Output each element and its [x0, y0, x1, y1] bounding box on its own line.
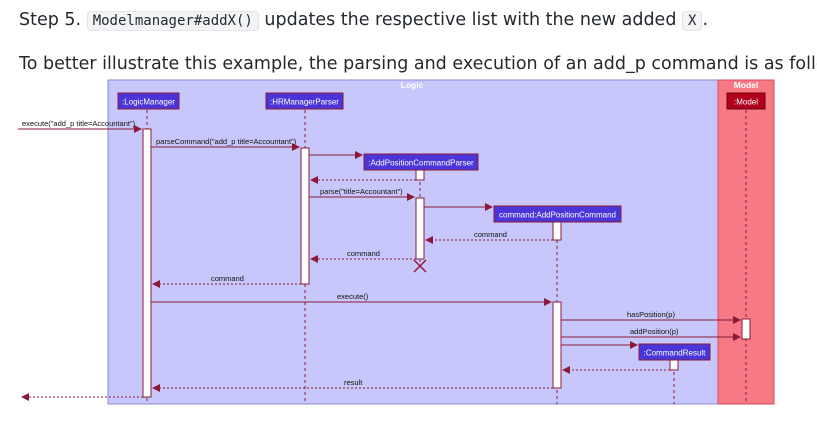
code-x: X [682, 11, 703, 31]
label-parse-command: parseCommand("add_p title=Accountant") [156, 137, 297, 146]
activation-hr-parser [300, 147, 310, 285]
activation-command-result [669, 359, 679, 371]
activation-add-parser-parse [415, 197, 425, 260]
label-parse: parse("title=Accountant") [320, 187, 403, 196]
logic-frame [107, 79, 719, 405]
activation-add-command-execute [552, 301, 562, 389]
label-execute: execute() [337, 292, 369, 301]
step-end: . [702, 10, 709, 30]
activation-add-command-create [552, 221, 562, 241]
label-add-position: addPosition(p) [630, 327, 679, 336]
participant-logic-manager-label: :LogicManager [122, 98, 175, 107]
label-execute-call: execute("add_p title=Accountant") [22, 119, 136, 128]
participant-add-command-label: command:AddPositionCommand [499, 211, 616, 220]
label-return-command-3: command [211, 274, 244, 283]
participant-hr-parser-label: :HRManagerParser [270, 98, 339, 107]
destroy-marker [413, 259, 427, 273]
step-text: updates the respective list with the new… [264, 10, 677, 30]
label-has-position: hasPosition(p) [627, 310, 675, 319]
logic-frame-label: Logic [401, 80, 424, 90]
participant-model [726, 92, 766, 110]
participant-command-result-label: :CommandResult [644, 349, 707, 358]
paragraph-step5: Step 5. Modelmanager#addX() updates the … [19, 10, 709, 31]
participant-model-label: :Model [734, 98, 758, 107]
activation-add-parser-create [415, 169, 425, 181]
code-modelmanager-addx: Modelmanager#addX() [86, 11, 259, 31]
activation-model [741, 318, 751, 340]
label-result: result [344, 378, 363, 387]
participant-hr-parser [265, 92, 344, 110]
model-frame-label: Model [734, 80, 759, 90]
activation-logic-manager [142, 128, 152, 398]
step-label: Step 5. [19, 10, 82, 30]
label-return-command-2: command [347, 249, 380, 258]
paragraph-illustrate: To better illustrate this example, the p… [19, 54, 817, 74]
participant-add-parser-label: :AddPositionCommandParser [368, 159, 474, 168]
label-return-command-1: command [474, 230, 507, 239]
participant-logic-manager [117, 92, 180, 110]
